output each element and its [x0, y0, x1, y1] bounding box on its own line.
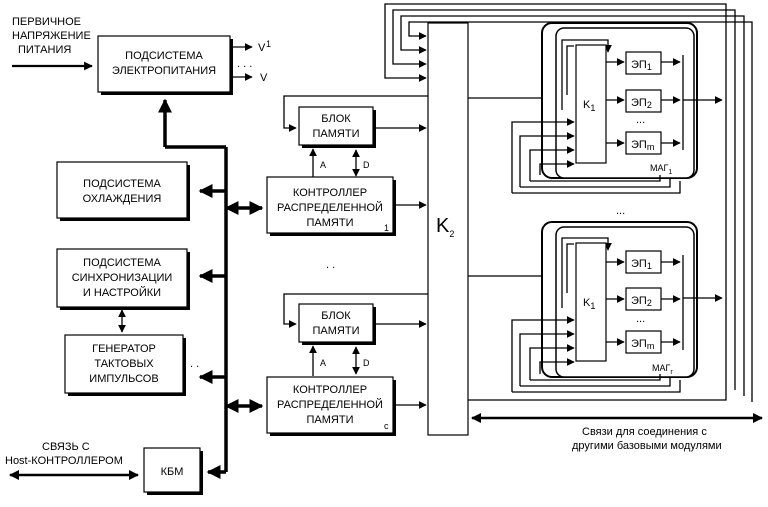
kbm-label: КБМ: [161, 466, 184, 478]
clock-generator: ГЕНЕРАТОР ТАКТОВЫХ ИМПУЛЬСОВ . .: [64, 334, 199, 396]
memory-controller-1: КОНТРОЛЛЕР РАСПРЕДЕЛЕННОЙ ПАМЯТИ 1: [266, 176, 427, 236]
mem1-address-label: А: [320, 160, 326, 170]
power-output-v1: V: [258, 42, 266, 54]
mag-group-r: K1 ЭП1 ЭП2 ... ЭПm МАГr: [511, 221, 698, 393]
kbm-block: КБМ: [143, 447, 203, 495]
magr-epm: ЭПm: [631, 338, 654, 351]
ctrl1-label-line2: РАСПРЕДЕЛЕННОЙ: [277, 201, 383, 214]
mag1-ep-dots: ...: [636, 114, 645, 126]
gen-label-line3: ИМПУЛЬСОВ: [89, 373, 158, 385]
gen-label-line2: ТАКТОВЫХ: [94, 358, 154, 370]
mem2-label-line2: ПАМЯТИ: [313, 325, 360, 337]
sync-label-line1: ПОДСИСТЕМА: [83, 257, 161, 269]
primary-power-input: ПЕРВИЧНОЕ НАПРЯЖЕНИЕ ПИТАНИЯ: [12, 16, 93, 71]
system-bus: [158, 98, 264, 479]
mem1-label-line1: БЛОК: [321, 113, 351, 125]
input-label-line3: ПИТАНИЯ: [18, 44, 71, 56]
sync-label-line2: СИНХРОНИЗАЦИИ: [72, 272, 173, 284]
host-label-line1: СВЯЗЬ С: [42, 441, 90, 453]
links-label-line1: Связи для соединения с: [582, 426, 707, 438]
ctrl2-label-line1: КОНТРОЛЛЕР: [293, 384, 367, 396]
mag1-ep1: ЭП1: [631, 59, 652, 72]
ctrl2-index: c: [384, 421, 389, 431]
mem1-data-label: D: [363, 160, 370, 170]
ctrl2-label-line2: РАСПРЕДЕЛЕННОЙ: [277, 398, 383, 411]
sync-subsystem: ПОДСИСТЕМА СИНХРОНИЗАЦИИ И НАСТРОЙКИ: [56, 248, 190, 310]
mag1-epm: ЭПm: [631, 139, 654, 152]
mag1-name: МАГ1: [650, 163, 672, 176]
cooling-label-line1: ПОДСИСТЕМА: [83, 178, 161, 190]
mem2-data-label: D: [363, 358, 370, 368]
mag1-ep2: ЭП2: [631, 97, 652, 110]
magr-name: МАГr: [652, 363, 673, 376]
power-output-v1-index: 1: [266, 39, 271, 49]
memory-controller-2: КОНТРОЛЛЕР РАСПРЕДЕЛЕННОЙ ПАМЯТИ c: [266, 376, 427, 436]
power-output-v2: V: [260, 72, 268, 84]
memory-block-1: БЛОК ПАМЯТИ А D: [283, 95, 428, 178]
magr-k1-label: K1: [583, 297, 595, 311]
mag-dots: ...: [616, 205, 625, 217]
ctrl2-label-line3: ПАМЯТИ: [307, 414, 354, 426]
mag1-k1-label: K1: [583, 99, 595, 113]
sync-label-line3: И НАСТРОЙКИ: [83, 286, 161, 299]
power-output-dots: . . .: [237, 58, 252, 70]
host-label-line2: Host-КОНТРОЛЛЕРОМ: [5, 455, 123, 467]
gen-label-line1: ГЕНЕРАТОР: [92, 343, 156, 355]
k2-switch: K2: [427, 22, 556, 436]
gen-output-dots: . .: [190, 358, 199, 370]
memory-dots: . .: [326, 259, 335, 271]
external-links: Связи для соединения с другими базовыми …: [471, 413, 763, 452]
input-label-line1: ПЕРВИЧНОЕ: [12, 16, 81, 28]
cooling-label-line2: ОХЛАЖДЕНИЯ: [83, 193, 162, 205]
feedback-wiring: [384, 3, 753, 402]
ctrl1-label-line3: ПАМЯТИ: [307, 217, 354, 229]
k2-label: K2: [436, 215, 454, 239]
magr-ep-dots: ...: [636, 313, 645, 325]
power-subsystem: ПОДСИСТЕМА ЭЛЕКТРОПИТАНИЯ V 1 . . . V: [97, 35, 271, 95]
input-label-line2: НАПРЯЖЕНИЕ: [12, 30, 91, 42]
cooling-subsystem: ПОДСИСТЕМА ОХЛАЖДЕНИЯ: [56, 161, 190, 221]
ctrl1-label-line1: КОНТРОЛЛЕР: [293, 187, 367, 199]
ctrl1-index: 1: [384, 223, 389, 233]
power-label-line1: ПОДСИСТЕМА: [125, 50, 203, 62]
mem1-label-line2: ПАМЯТИ: [313, 128, 360, 140]
mag-group-1: K1 ЭП1 ЭП2 ... ЭПm МАГ1: [511, 22, 698, 194]
links-label-line2: другими базовыми модулями: [572, 440, 722, 452]
power-label-line2: ЭЛЕКТРОПИТАНИЯ: [112, 65, 216, 77]
host-link: СВЯЗЬ С Host-КОНТРОЛЛЕРОМ: [5, 441, 139, 480]
memory-block-2: БЛОК ПАМЯТИ А D: [283, 293, 428, 376]
magr-ep2: ЭП2: [631, 295, 652, 308]
magr-ep1: ЭП1: [631, 258, 652, 271]
mem2-label-line1: БЛОК: [321, 310, 351, 322]
mem2-address-label: А: [320, 358, 326, 368]
